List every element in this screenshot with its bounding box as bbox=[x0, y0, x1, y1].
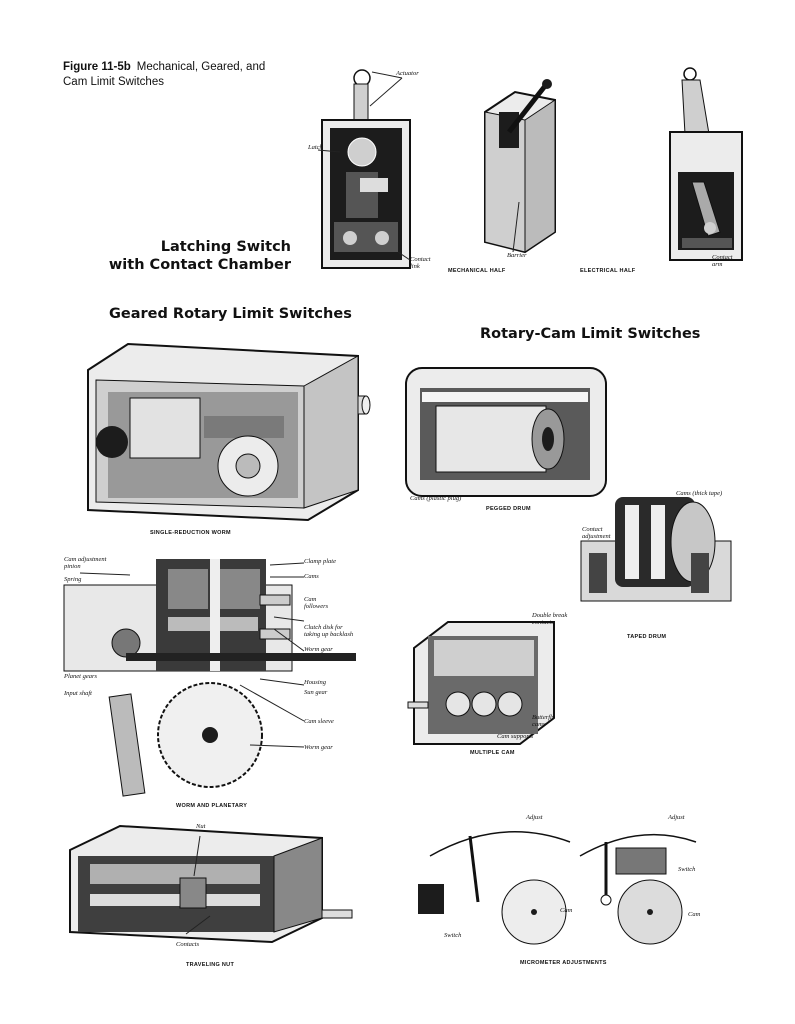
cams-plastic-plug-label: Cams (plastic plug) bbox=[410, 495, 462, 502]
electrical-half-drawing bbox=[669, 67, 743, 261]
electrical-half-label: ELECTRICAL HALF bbox=[580, 268, 636, 274]
multiple-cam-label: MULTIPLE CAM bbox=[470, 750, 515, 756]
figure-number: Figure 11-5b bbox=[63, 61, 131, 73]
housing-label: Housing bbox=[304, 679, 327, 686]
figure-title-2: Cam Limit Switches bbox=[63, 76, 164, 88]
input-shaft-label: Input shaft bbox=[64, 690, 92, 697]
figure-caption: Figure 11-5b Mechanical, Geared, and Cam … bbox=[63, 60, 303, 90]
worm-gear-label-1: Worm gear bbox=[304, 646, 333, 653]
actuator-label: Actuator bbox=[396, 70, 419, 77]
clamp-plate-label: Clamp plate bbox=[304, 558, 336, 565]
cams-thick-tape-label: Cams (thick tape) bbox=[676, 490, 723, 497]
worm-planetary-drawing bbox=[63, 559, 356, 797]
rotary-cam-heading: Rotary-Cam Limit Switches bbox=[480, 326, 701, 342]
cam-label-1: Cam bbox=[560, 907, 573, 914]
cam-sleeve-label: Cam sleeve bbox=[304, 718, 334, 725]
barrier-label: Barrier bbox=[507, 252, 527, 259]
contacts-label: Contacts bbox=[176, 941, 200, 948]
micrometer-label: MICROMETER ADJUSTMENTS bbox=[520, 960, 607, 966]
single-reduction-worm-drawing bbox=[87, 342, 371, 522]
multiple-cam-drawing bbox=[407, 621, 555, 745]
nut-label: Nut bbox=[196, 823, 206, 830]
sun-gear-label: Sun gear bbox=[304, 689, 328, 696]
cam-supports-label: Cam supports bbox=[497, 733, 534, 740]
switch-label-2: Switch bbox=[678, 866, 696, 873]
figure-title-1: Mechanical, Geared, and bbox=[136, 61, 266, 73]
adjust-label-2: Adjust bbox=[668, 814, 685, 821]
taped-drum-label: TAPED DRUM bbox=[627, 634, 667, 640]
single-reduction-label: SINGLE-REDUCTION WORM bbox=[150, 530, 231, 536]
cams-label: Cams bbox=[304, 573, 319, 580]
latching-heading-line2: with Contact Chamber bbox=[108, 257, 291, 273]
traveling-nut-label: TRAVELING NUT bbox=[186, 962, 235, 968]
traveling-nut-drawing bbox=[69, 824, 353, 944]
latch-label: Latch bbox=[308, 144, 323, 151]
mechanical-half-drawing bbox=[484, 79, 556, 254]
taped-drum-drawing bbox=[580, 497, 732, 602]
micrometer-adjustments-drawing bbox=[418, 831, 697, 945]
latching-heading: Latching Switch with Contact Chamber bbox=[100, 238, 291, 274]
spring-label: Spring bbox=[64, 576, 82, 583]
planet-gears-label: Planet gears bbox=[64, 673, 98, 680]
pegged-drum-drawing bbox=[405, 367, 607, 497]
adjust-label-1: Adjust bbox=[526, 814, 543, 821]
pegged-drum-label: PEGGED DRUM bbox=[486, 506, 531, 512]
switch-label-1: Switch bbox=[444, 932, 462, 939]
latching-heading-line1: Latching Switch bbox=[160, 239, 291, 255]
cam-label-2: Cam bbox=[688, 911, 701, 918]
worm-gear-label-2: Worm gear bbox=[304, 744, 333, 751]
mechanical-half-label: MECHANICAL HALF bbox=[448, 268, 506, 274]
latching-switch-drawing bbox=[317, 69, 411, 269]
worm-planetary-label: WORM AND PLANETARY bbox=[176, 803, 248, 809]
geared-heading: Geared Rotary Limit Switches bbox=[109, 306, 352, 322]
